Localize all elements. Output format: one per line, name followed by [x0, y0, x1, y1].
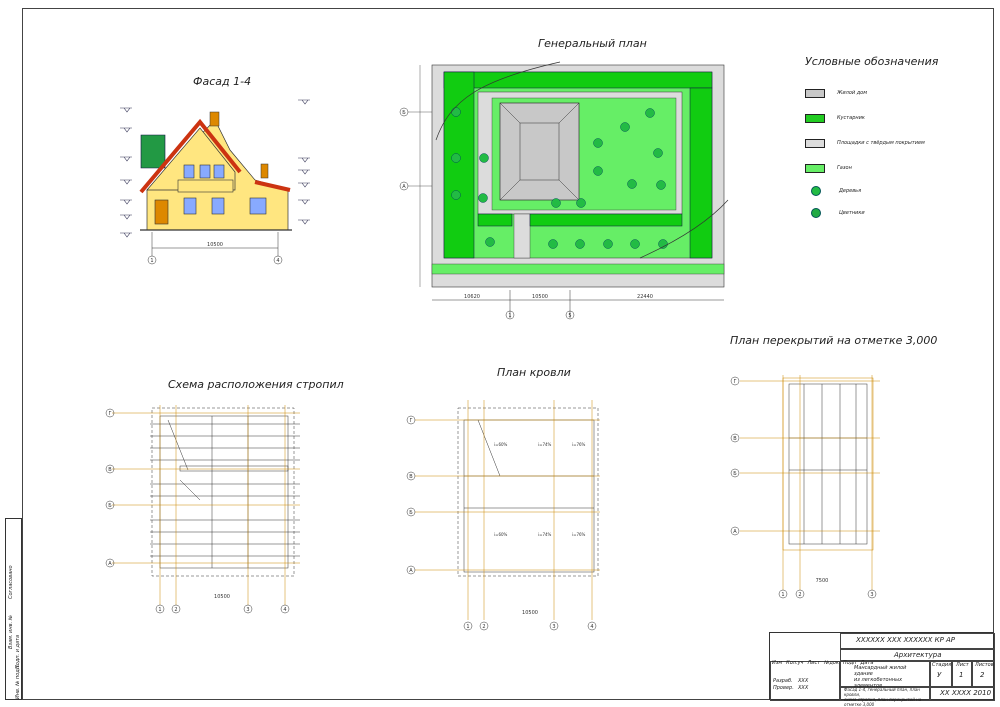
axis-label: 4 — [276, 258, 279, 264]
role-checker: Провер. — [773, 685, 794, 691]
axis-label: 3 — [870, 592, 873, 598]
sheets-value: 2 — [980, 671, 985, 679]
sheet-description: Фасад 1-4, генеральный план, план кровли… — [844, 687, 922, 707]
dim-label: 10500 — [207, 242, 223, 248]
axis-label: Б — [733, 471, 737, 477]
project-code: XXXXXX XXX XXXXXX КР АР — [856, 636, 956, 644]
stage-label: Стадия — [932, 662, 952, 668]
axis-label: 2 — [482, 624, 485, 630]
axis-label: 1 — [781, 592, 784, 598]
site-plan-title: Генеральный план — [538, 37, 647, 50]
site-plan-drawing — [399, 61, 729, 320]
shrub-swatch — [805, 113, 825, 123]
side-strip-label: Согласовано — [8, 565, 14, 599]
axis-label: А — [402, 184, 406, 190]
slope-label: i=76% — [572, 532, 586, 537]
axis-label: Б — [108, 503, 112, 509]
axis-label: 3 — [246, 607, 249, 613]
axis-label: В — [108, 467, 112, 473]
roof-plan-title: План кровли — [497, 366, 571, 379]
facade-title: Фасад 1-4 — [193, 75, 252, 88]
dim-label: 10620 — [464, 294, 480, 300]
roof-plan-drawing: i=60% i=74% i=76% i=60% i=74% i=76% — [406, 400, 600, 631]
slope-label: i=76% — [572, 442, 586, 447]
legend-item-lawn: Газон — [805, 160, 852, 176]
legend-title: Условные обозначения — [805, 55, 939, 68]
rafters-title: Схема расположения стропил — [168, 378, 344, 391]
dim-label: 7500 — [816, 578, 829, 584]
axis-label: В — [409, 474, 413, 480]
axis-label: Г — [409, 418, 412, 424]
change-headers: Изм Кол.уч Лист №док Подп Дата — [772, 660, 874, 666]
legend-label: Газон — [837, 165, 852, 171]
dim-label: 10500 — [522, 610, 538, 616]
side-strip: Согласовано Взам. инв. № Подп. и дата Ин… — [5, 518, 22, 700]
axis-label: 1 — [508, 313, 511, 319]
legend-item-house: Жилой дом — [805, 85, 867, 101]
axis-label: 3 — [552, 624, 555, 630]
axis-label: А — [733, 529, 737, 535]
role-developer: Разраб. — [773, 678, 793, 684]
dim-label: 10500 — [214, 594, 230, 600]
legend-label: Цветники — [839, 210, 865, 216]
floor-plan-drawing — [730, 375, 880, 599]
slope-label: i=60% — [494, 442, 508, 447]
legend-item-trees: Деревья — [805, 183, 861, 199]
axis-label: Б — [402, 110, 406, 116]
flower-icon — [811, 208, 821, 218]
slope-label: i=60% — [494, 532, 508, 537]
legend-label: Жилой дом — [837, 90, 868, 96]
stage-value: У — [937, 671, 942, 679]
axis-label: Б — [409, 510, 413, 516]
legend: Условные обозначения Жилой дом Кустарник… — [805, 55, 995, 255]
facade-drawing — [120, 99, 310, 265]
house-swatch — [805, 88, 825, 98]
axis-label: 4 — [283, 607, 286, 613]
paving-swatch — [805, 138, 825, 148]
axis-label: Г — [108, 411, 111, 417]
legend-item-flowers: Цветники — [805, 205, 865, 221]
rafters-drawing — [105, 405, 300, 614]
drawing-frame — [22, 8, 994, 700]
axis-label: Г — [733, 379, 736, 385]
legend-label: Деревья — [839, 188, 862, 194]
axis-label: 2 — [174, 607, 177, 613]
section-name: Архитектура — [894, 651, 942, 659]
organization: XX XXXX 2010 — [940, 689, 992, 697]
sheet-value: 1 — [959, 671, 964, 679]
title-block: XXXXXX XXX XXXXXX КР АР Архитектура Изм … — [769, 632, 995, 707]
name-developer: XXX — [798, 678, 809, 684]
object-name: Мансардный жилой здание из легкобетонных… — [854, 665, 907, 689]
axis-label: 4 — [590, 624, 593, 630]
legend-label: Площадки с твёрдым покрытием — [837, 140, 925, 146]
dim-label: 10500 — [532, 294, 548, 300]
axis-label: 1 — [158, 607, 161, 613]
side-strip-label: Инв. № подл. — [15, 664, 21, 700]
axis-label: 2 — [798, 592, 801, 598]
sheet-label: Лист — [956, 662, 969, 668]
lawn-swatch — [805, 163, 825, 173]
axis-label: В — [733, 436, 737, 442]
side-strip-label: Взам. инв. № — [8, 615, 14, 649]
axis-label: А — [409, 568, 413, 574]
dim-label: 22440 — [637, 294, 653, 300]
axis-label: 5 — [568, 313, 571, 319]
floor-plan-title: План перекрытий на отметке 3,000 — [730, 334, 938, 347]
name-checker: XXX — [798, 685, 809, 691]
legend-label: Кустарник — [837, 115, 865, 121]
legend-item-paving: Площадки с твёрдым покрытием — [805, 135, 925, 151]
slope-label: i=74% — [538, 442, 552, 447]
legend-item-shrub: Кустарник — [805, 110, 865, 126]
slope-label: i=74% — [538, 532, 552, 537]
tree-icon — [811, 186, 821, 196]
axis-label: 1 — [150, 258, 153, 264]
sheets-label: Листов — [975, 662, 994, 668]
axis-label: 1 — [466, 624, 469, 630]
axis-label: А — [108, 561, 112, 567]
